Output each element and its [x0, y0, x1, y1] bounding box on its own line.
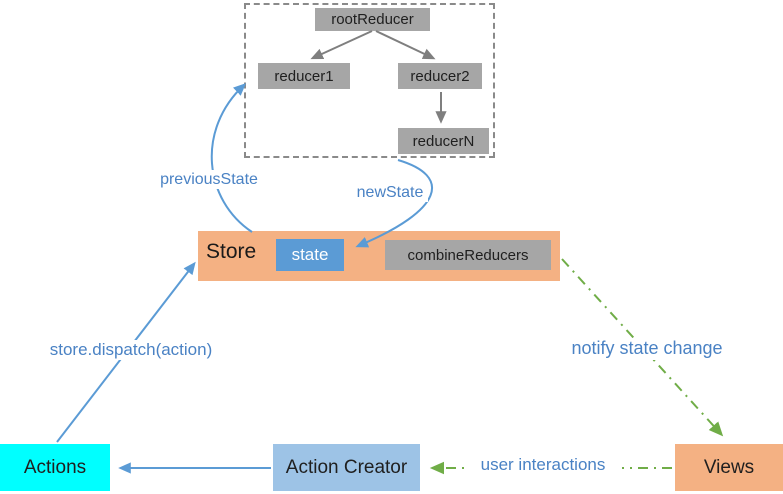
combine-reducers-box: combineReducers	[385, 240, 551, 270]
store-title: Store	[206, 240, 257, 263]
state-box: state	[276, 239, 344, 271]
node-actions: Actions	[0, 444, 110, 491]
label-previous-state: previousState	[155, 170, 263, 190]
label-new-state: newState	[352, 183, 428, 203]
node-action-creator: Action Creator	[273, 444, 420, 491]
node-reducern: reducerN	[398, 128, 489, 154]
reducers-group-outline	[244, 3, 495, 158]
label-store-dispatch: store.dispatch(action)	[28, 340, 234, 361]
node-views: Views	[675, 444, 783, 491]
label-notify-state-change: notify state change	[556, 338, 738, 360]
node-root-reducer: rootReducer	[315, 8, 430, 31]
node-reducer1: reducer1	[258, 63, 350, 89]
label-user-interactions: user interactions	[464, 455, 622, 476]
node-reducer2: reducer2	[398, 63, 482, 89]
